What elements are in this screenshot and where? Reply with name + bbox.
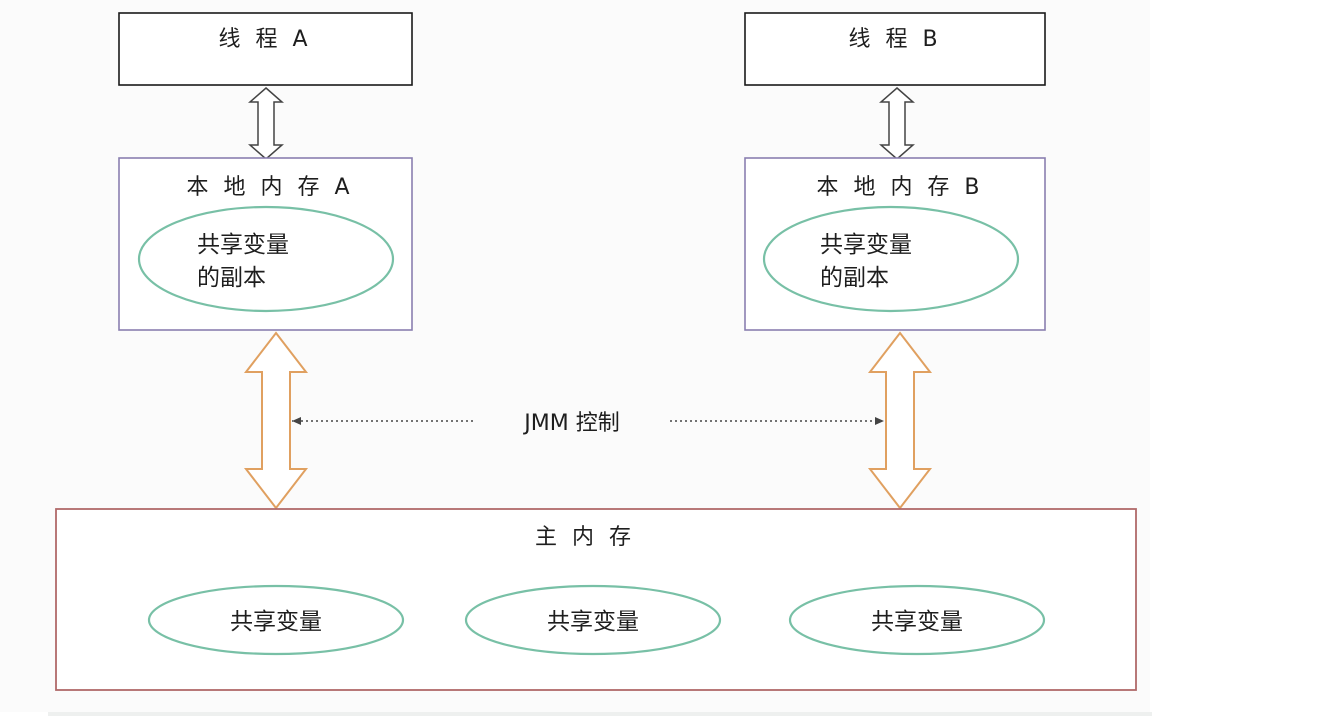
shared-var-oval-2 [464, 584, 722, 656]
thread-b-local-arrow [879, 87, 915, 160]
jmm-label: JMM 控制 [522, 411, 619, 436]
thread-a-box: 线 程 A [118, 12, 413, 86]
local-main-arrow-b [867, 331, 933, 510]
local-copy-a-line2: 的副本 [197, 265, 266, 291]
thread-a-label: 线 程 A [218, 27, 311, 52]
local-copy-b-line1: 共享变量 [820, 232, 912, 258]
local-main-arrow-a [243, 331, 309, 510]
shared-var-oval-3 [788, 584, 1046, 656]
bottom-strip [48, 712, 1152, 716]
thread-b-box: 线 程 B [744, 12, 1046, 86]
local-memory-a-box: 本 地 内 存 A 共享变量 的副本 [118, 157, 413, 331]
local-memory-b-box: 本 地 内 存 B 共享变量 的副本 [744, 157, 1046, 331]
local-copy-b-oval [762, 205, 1020, 313]
shared-var-label-2: 共享变量 [547, 609, 639, 635]
local-memory-a-label: 本 地 内 存 A [186, 175, 353, 200]
local-memory-b-label: 本 地 内 存 B [816, 175, 983, 200]
thread-b-label: 线 程 B [848, 27, 941, 52]
shared-var-label-3: 共享变量 [871, 609, 963, 635]
local-copy-b-line2: 的副本 [820, 265, 889, 291]
local-copy-a-line1: 共享变量 [197, 232, 289, 258]
shared-var-oval-1 [147, 584, 405, 656]
thread-a-local-arrow [248, 87, 284, 160]
main-memory-label: 主 内 存 [535, 525, 635, 550]
shared-var-label-1: 共享变量 [230, 609, 322, 635]
main-memory-box: 主 内 存 共享变量 共享变量 共享变量 [55, 508, 1137, 691]
local-copy-a-oval [137, 205, 395, 313]
